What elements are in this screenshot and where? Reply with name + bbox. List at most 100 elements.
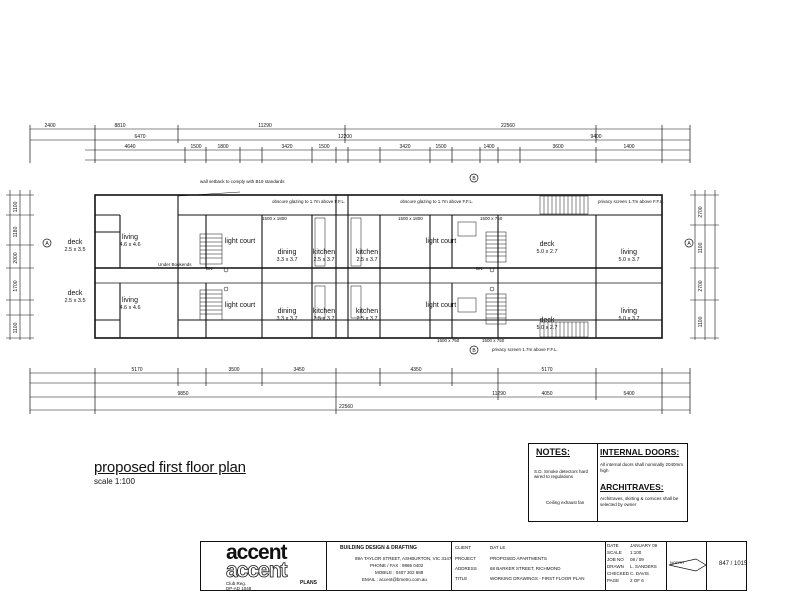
firm-logo: accent	[226, 541, 288, 564]
dim-text: 1700	[13, 280, 19, 291]
dim-text: 12200	[338, 134, 352, 140]
dim-text: 9400	[590, 134, 601, 140]
room-dining-upper: dining	[278, 249, 297, 256]
address-value: 68 BARKER STREET, RICHMOND	[490, 566, 561, 571]
annotation-privacy-screen: privacy screen 1.7m above F.F.L.	[492, 347, 558, 352]
dim-text: 1180	[13, 226, 19, 237]
page-value: 2 OF 6	[630, 578, 644, 583]
job-value: 08 / 09	[630, 557, 644, 562]
dim-text: 5170	[541, 367, 552, 373]
title-label: TITLE	[455, 576, 468, 581]
client-value: DAT LE	[490, 545, 506, 550]
room-light-court-upper: light court	[225, 238, 255, 245]
grid-marker-b: B	[472, 176, 476, 182]
annotation-window: 1500 x 750	[480, 216, 503, 221]
drawing-number: 847 / 1015	[719, 561, 748, 567]
scale-label: SCALE	[607, 550, 622, 555]
drawn-label: DRAWN	[607, 564, 624, 569]
north-label: NORTH	[670, 560, 685, 565]
dim-text-overall: 22560	[339, 404, 353, 410]
room-living-lower: living	[122, 297, 138, 304]
room-deck-lower-right: deck	[540, 317, 555, 324]
notes-exhaust-fan: Ceiling exhaust fan	[546, 500, 585, 505]
dim-text: 4350	[410, 367, 421, 373]
room-dining-lower: dining	[278, 308, 297, 315]
dim-text: 2700	[698, 206, 704, 217]
notes-smoke-detectors: S.D. Smoke detectors hard wired to regul…	[534, 469, 589, 479]
firm-phone: PHONE / FAX : 9886 0402	[370, 563, 424, 568]
firm-mobile: MOBILE : 0407 302 688	[375, 570, 424, 575]
internal-doors-text: All internal doors shall nominally 2040m…	[600, 462, 684, 473]
dim-text: 3420	[281, 144, 292, 150]
room-light-court-lower: light court	[225, 302, 255, 309]
drawing-scale: scale 1:100	[94, 477, 135, 486]
firm-logo-outline: accent	[226, 559, 288, 582]
dim-text: 1100	[698, 242, 704, 253]
dim-text: 3500	[228, 367, 239, 373]
room-size: 5.0 x 2.7	[536, 325, 557, 331]
grid-marker-a: A	[687, 241, 691, 247]
room-light-court-upper-right: light court	[426, 238, 456, 245]
job-label: JOB NO	[607, 557, 624, 562]
logo-subtext: PLANS	[300, 580, 317, 586]
dim-text: 1100	[698, 316, 704, 327]
dim-text: 1500	[318, 144, 329, 150]
club-reg-label: Club Reg.	[226, 581, 247, 586]
room-size: 4.6 x 4.6	[119, 305, 140, 311]
notes-title: NOTES:	[536, 447, 571, 457]
north-arrow-icon	[668, 558, 707, 572]
date-value: JANUARY 09	[630, 543, 658, 548]
room-light-court-lower-right: light court	[426, 302, 456, 309]
dim-text: 1100	[13, 322, 19, 333]
dim-text: 3450	[293, 367, 304, 373]
room-living-upper: living	[122, 234, 138, 241]
address-label: ADDRESS	[455, 566, 477, 571]
room-kitchen-lower-left: kitchen	[313, 308, 335, 315]
dim-text: 2400	[44, 123, 55, 129]
room-size: 5.0 x 2.7	[536, 249, 557, 255]
room-deck-upper-right: deck	[540, 241, 555, 248]
dim-text: 1800	[217, 144, 228, 150]
room-deck-upper: deck	[68, 239, 83, 246]
page-label: PAGE	[607, 578, 620, 583]
date-label: DATE	[607, 543, 619, 548]
dim-text: 3420	[399, 144, 410, 150]
scale-value: 1:100	[630, 550, 642, 555]
checked-label: CHECKED	[607, 571, 630, 576]
dim-text: 11290	[492, 391, 506, 397]
dim-text: 1400	[483, 144, 494, 150]
dim-text: 1500	[435, 144, 446, 150]
room-size: 2.5 x 3.7	[356, 257, 377, 263]
firm-address: 89A TAYLOR STREET, ASHBURTON, VIC 3147	[355, 556, 452, 561]
annotation-under-bookends: Under Bookends	[158, 262, 192, 267]
room-size: 2.5 x 3.7	[356, 316, 377, 322]
room-living-lower-right: living	[621, 308, 637, 315]
annotation-wall-setback: wall setback to comply with B19 standard…	[200, 179, 285, 184]
architraves-text: Architraves, skirting & cornices shall b…	[600, 496, 679, 507]
room-living-upper-right: living	[621, 249, 637, 256]
notes-box	[528, 443, 688, 522]
room-size: 3.3 x 3.7	[276, 316, 297, 322]
room-kitchen-upper-left: kitchen	[313, 249, 335, 256]
dim-text: 1500	[190, 144, 201, 150]
annotation-window: 1500 x 1800	[398, 216, 423, 221]
dim-text: 5170	[131, 367, 142, 373]
dim-text: 9850	[177, 391, 188, 397]
annotation-dn: DN	[206, 266, 213, 271]
room-size: 2.5 x 3.7	[313, 257, 334, 263]
dim-text: 1400	[623, 144, 634, 150]
project-value: PROPOSED APARTMENTS	[490, 556, 547, 561]
project-label: PROJECT	[455, 556, 477, 561]
drawn-value: L. SANDERS	[630, 564, 657, 569]
room-size: 2.5 x 3.7	[313, 316, 334, 322]
grid-marker-b: B	[472, 348, 476, 354]
grid-marker-a: A	[45, 241, 49, 247]
title-value: WORKING DRAWINGS - FIRST FLOOR PLAN	[490, 576, 585, 581]
annotation-dn: DN	[476, 266, 483, 271]
room-size: 5.0 x 3.7	[618, 316, 639, 322]
room-size: 4.6 x 4.6	[119, 242, 140, 248]
dim-text: 2700	[698, 280, 704, 291]
annotation-window: 1500 x 750	[437, 338, 460, 343]
firm-email: EMAIL : accent@bmetro.com.au	[362, 577, 427, 582]
